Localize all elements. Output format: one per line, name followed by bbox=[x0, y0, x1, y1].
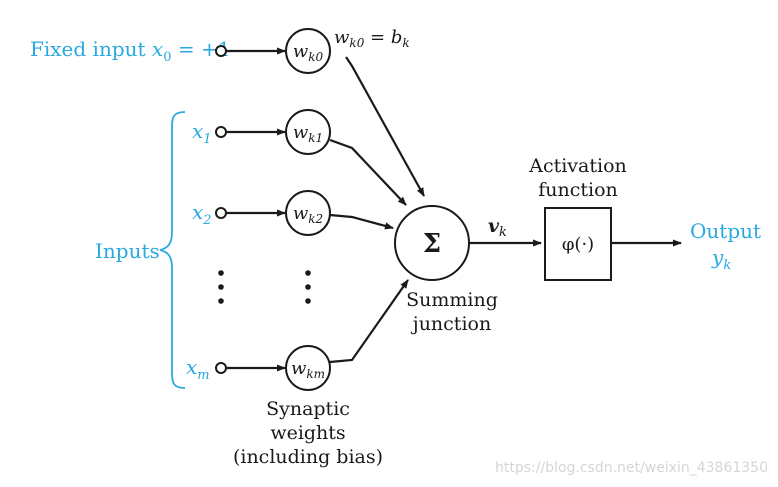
activation-function-box bbox=[544, 207, 612, 281]
weight-km-to-sum-arrow bbox=[329, 279, 409, 364]
weight-node-km bbox=[285, 345, 331, 391]
induced-field-label: vk bbox=[488, 215, 507, 240]
weight-label-k0: wk0 bbox=[293, 41, 324, 64]
activation-symbol: φ(·) bbox=[562, 234, 594, 255]
input-terminal-xm bbox=[215, 362, 227, 374]
weight-node-k1 bbox=[285, 109, 331, 155]
input-terminal-x1 bbox=[215, 126, 227, 138]
weight-label-k1: wk1 bbox=[293, 122, 323, 145]
summing-label-line1: Summing bbox=[406, 289, 498, 311]
weight-k2-to-sum-arrow bbox=[329, 213, 394, 230]
output-variable: yk bbox=[711, 245, 731, 273]
input-label-x1: x1 bbox=[192, 119, 212, 147]
weight-label-km: wkm bbox=[291, 358, 325, 381]
bias-equation: wk0 = bk bbox=[334, 27, 410, 50]
inputs-brace bbox=[159, 111, 186, 389]
weight-node-k0 bbox=[285, 28, 331, 74]
weight-node-k2 bbox=[285, 190, 331, 236]
activation-label-line2: function bbox=[538, 179, 618, 201]
output-label: Output bbox=[690, 219, 761, 243]
watermark-text: https://blog.csdn.net/weixin_43861350 bbox=[495, 460, 768, 476]
weight-ellipsis bbox=[305, 270, 311, 304]
fixed-input-terminal bbox=[215, 45, 227, 57]
weight-k0-to-sum-arrow bbox=[345, 56, 425, 197]
weight-label-k2: wk2 bbox=[293, 203, 323, 226]
input-terminal-x2 bbox=[215, 207, 227, 219]
weight-k1-to-sum-arrow bbox=[329, 138, 407, 206]
synaptic-label-line2: weights bbox=[270, 422, 345, 444]
input-label-x2: x2 bbox=[192, 200, 212, 228]
input-ellipsis bbox=[218, 270, 224, 304]
synaptic-label-line1: Synaptic bbox=[266, 398, 350, 420]
input-label-xm: xm bbox=[186, 355, 210, 383]
fixed-input-label: Fixed input x0 = +1 bbox=[30, 37, 230, 65]
synaptic-label-line3: (including bias) bbox=[233, 446, 383, 468]
inputs-label: Inputs bbox=[95, 239, 160, 263]
summing-label-line2: junction bbox=[411, 313, 491, 335]
activation-label-line1: Activation bbox=[528, 155, 627, 177]
summing-symbol: Σ bbox=[423, 229, 441, 259]
